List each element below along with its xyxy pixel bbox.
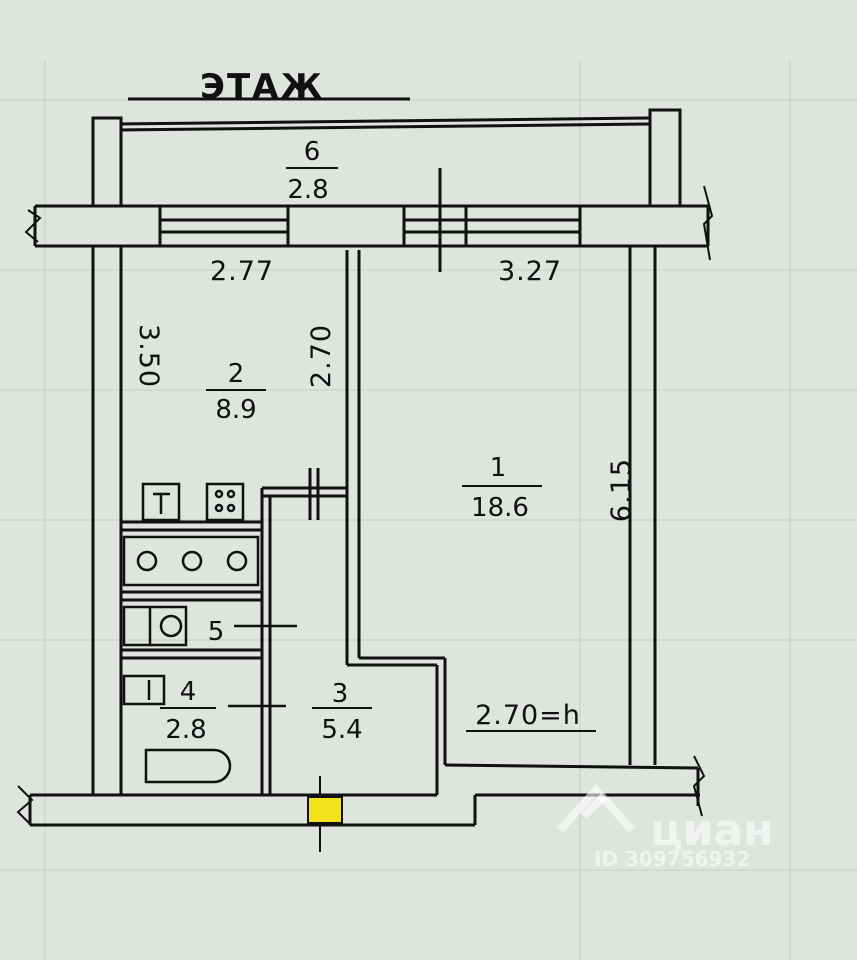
room-number: 2 — [228, 359, 245, 389]
fixtures — [122, 482, 297, 784]
dim-room-depth: 6.15 — [606, 458, 637, 522]
dim-room-width: 3.27 — [498, 256, 562, 287]
dim-partition-length: 2.70 — [306, 324, 337, 388]
floor-label: ЭТАЖ — [200, 67, 324, 107]
room-4: 4 2.8 — [160, 677, 216, 745]
kitchen-window — [158, 204, 290, 248]
fridge-icon — [141, 482, 181, 522]
room-area: 8.9 — [215, 395, 256, 425]
balcony-wall-right — [648, 108, 682, 208]
room-number: 1 — [490, 453, 507, 483]
room-5: 5 — [208, 617, 225, 647]
room-number: 3 — [332, 679, 349, 709]
stove-icon — [122, 535, 260, 587]
sink-icon — [205, 482, 245, 522]
dim-kitchen-width: 2.77 — [210, 256, 274, 287]
balcony-rail — [120, 116, 651, 126]
watermark-brand: циан — [650, 805, 774, 856]
break-marks — [16, 185, 714, 852]
room-number: 6 — [304, 137, 321, 167]
room-number: 4 — [180, 677, 197, 707]
entrance-marker — [307, 796, 343, 824]
room-area: 5.4 — [321, 715, 362, 745]
walls — [28, 108, 710, 827]
washbasin-icon — [122, 674, 166, 706]
room-window — [402, 204, 582, 248]
room-area: 2.8 — [287, 175, 328, 205]
room-3: 3 5.4 — [312, 679, 372, 745]
dim-ceiling-height: 2.70=h — [475, 700, 581, 731]
room-area: 18.6 — [471, 493, 529, 523]
toilet-icon — [122, 605, 188, 647]
cian-logo-icon — [557, 784, 635, 833]
room-number: 5 — [208, 617, 225, 647]
room-2: 2 8.9 — [206, 359, 266, 425]
balcony-wall-left — [91, 116, 123, 208]
bathtub-icon — [144, 748, 232, 784]
watermark: циан ID 309756932 — [557, 784, 774, 871]
dim-kitchen-depth: 3.50 — [133, 324, 164, 388]
balcony-rail-inner — [120, 122, 651, 132]
room-area: 2.8 — [165, 715, 206, 745]
watermark-id: ID 309756932 — [594, 847, 750, 871]
room-6: 6 2.8 — [286, 137, 338, 205]
room-1: 1 18.6 — [462, 453, 542, 523]
